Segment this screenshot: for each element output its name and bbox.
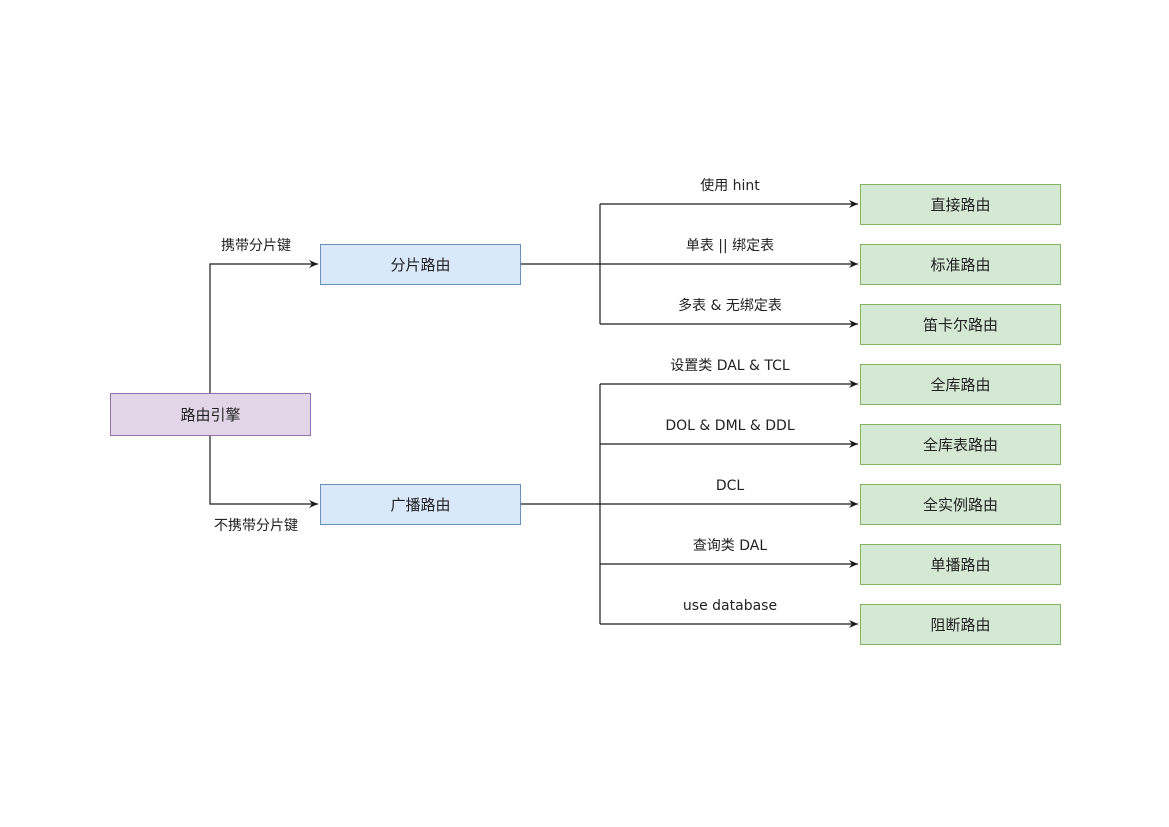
cartesian-route-node: 笛卡尔路由: [860, 304, 1061, 345]
edge-label-unicast: 查询类 DAL: [692, 538, 768, 554]
edge-label-instance: DCL: [715, 478, 745, 494]
unicast-route-label: 单播路由: [930, 556, 991, 574]
broadcast-route-label: 广播路由: [390, 496, 451, 514]
edge-label-block: use database: [682, 598, 778, 614]
direct-route-node: 直接路由: [860, 184, 1061, 225]
instance-broadcast-label: 全实例路由: [922, 496, 998, 514]
edge-broadcast-trunk: [521, 384, 601, 624]
standard-route-label: 标准路由: [930, 256, 991, 274]
edge-label-cartesian: 多表 & 无绑定表: [678, 298, 782, 314]
edge-label-sharding: 携带分片键: [221, 238, 291, 254]
root-node-label: 路由引擎: [180, 406, 241, 424]
edge-label-broadcast: 不携带分片键: [214, 518, 298, 534]
block-route-node: 阻断路由: [860, 604, 1061, 645]
instance-broadcast-node: 全实例路由: [860, 484, 1061, 525]
database-table-broadcast-label: 全库表路由: [922, 436, 998, 454]
edge-sharding-trunk: [521, 204, 601, 324]
direct-route-label: 直接路由: [930, 196, 991, 214]
sharding-route-node: 分片路由: [320, 244, 521, 285]
edge-root-to-broadcast: [209, 436, 318, 508]
edge-label-standard: 单表 || 绑定表: [685, 238, 775, 254]
root-node: 路由引擎: [110, 393, 311, 436]
edge-root-to-sharding: [209, 260, 318, 393]
cartesian-route-label: 笛卡尔路由: [922, 316, 998, 334]
block-route-label: 阻断路由: [930, 616, 991, 634]
sharding-route-label: 分片路由: [390, 256, 451, 274]
broadcast-route-node: 广播路由: [320, 484, 521, 525]
edge-label-database: 设置类 DAL & TCL: [670, 358, 790, 374]
database-table-broadcast-node: 全库表路由: [860, 424, 1061, 465]
unicast-route-node: 单播路由: [860, 544, 1061, 585]
standard-route-node: 标准路由: [860, 244, 1061, 285]
edge-label-direct: 使用 hint: [700, 178, 760, 194]
edge-label-database-table: DOL & DML & DDL: [665, 418, 795, 434]
database-broadcast-node: 全库路由: [860, 364, 1061, 405]
database-broadcast-label: 全库路由: [930, 376, 991, 394]
